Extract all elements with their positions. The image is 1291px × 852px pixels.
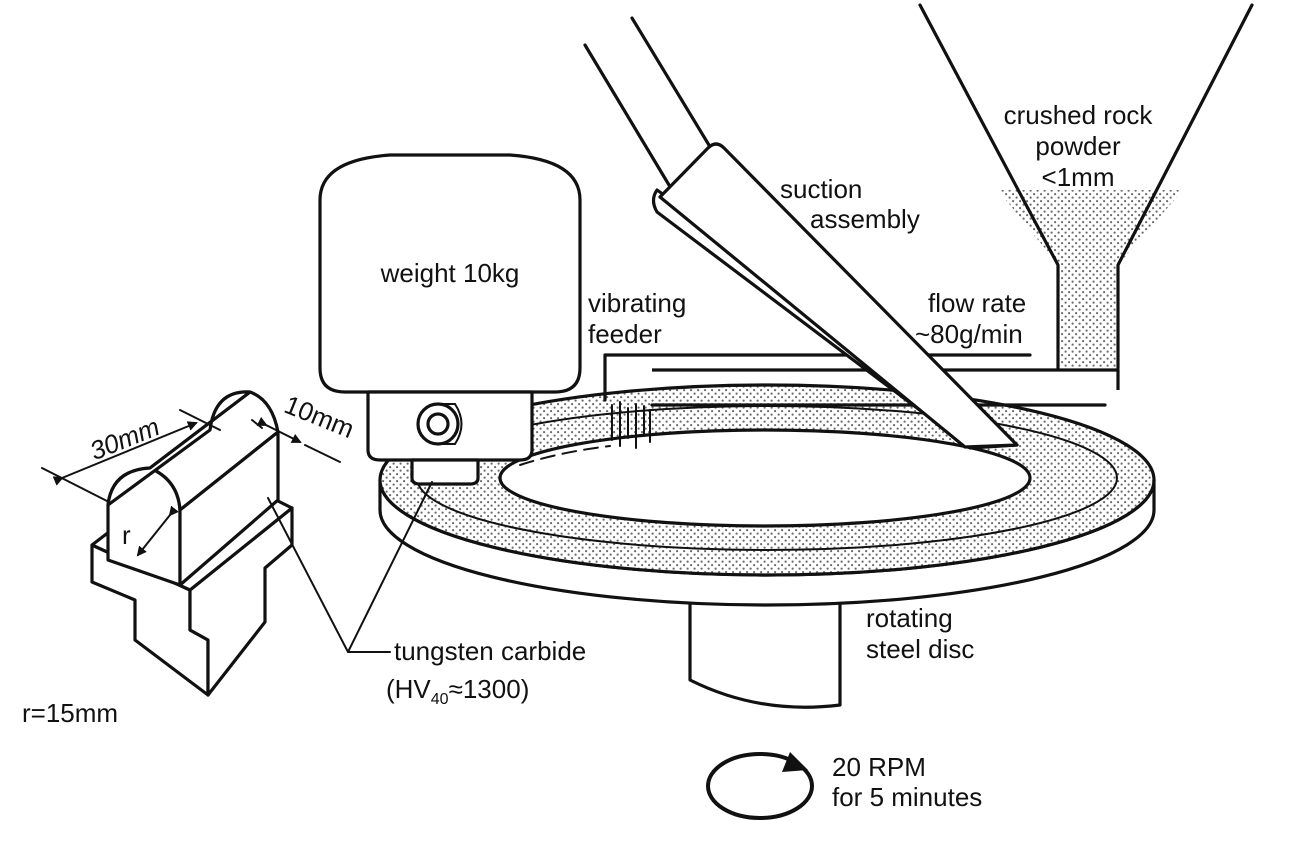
rotation-arrow-icon [782,752,808,772]
length-dim-line [52,421,198,486]
feeder-label-line1: vibrating [588,288,686,318]
speed-label-line2: for 5 minutes [832,782,982,812]
carbide-label-line2: (HV40≈1300) [386,674,529,708]
holder-bolt-side [437,403,463,445]
weight-10kg-block [318,153,582,394]
length-dim-label: 30mm [86,411,164,466]
hopper-label-line1: crushed rock [1004,100,1154,130]
rotation-indicator [706,752,814,820]
carbide-insert-side-lower [178,430,280,587]
hopper-label-line3: <1mm [1042,162,1115,192]
disc-label-line1: rotating [866,603,953,633]
hopper [918,3,1254,370]
suction-hose [583,16,720,192]
suction-label-line2: assembly [810,204,920,234]
specimen-base-side [188,506,294,697]
specimen-block [90,390,294,697]
holder-bolt-inner [426,412,450,436]
radius-value-label: r=15mm [22,698,118,728]
hopper-powder-fill [998,190,1183,368]
width-dim-label: 10mm [280,389,358,444]
radius-arrow [136,505,179,557]
carbide-leader-lines [267,481,433,653]
suction-assembly [583,16,1019,450]
falling-powder-marks [611,401,651,449]
suction-label-line1: suction [780,174,862,204]
weight-assembly [318,153,582,486]
disc-label-line2: steel disc [866,634,974,664]
flow-rate-label-line1: flow rate [928,288,1026,318]
powder-stream-on-disc [519,445,611,466]
carbide-label-line1: tungsten carbide [394,636,586,666]
length-ext-lines [41,409,221,502]
radius-symbol: r [122,520,131,550]
rotation-ellipse [706,752,814,820]
carbide-tool-on-disc [410,458,480,486]
dimension-lines [41,409,341,502]
suction-tube-body [658,142,1019,449]
carbide-hv-subscript: 40 [431,691,449,708]
width-dim-line [256,416,302,443]
disc-center-area [498,428,1032,528]
hopper-walls [918,3,1254,370]
feeder-label-line2: feeder [588,319,662,349]
carbide-hv-value: ≈1300) [449,674,530,704]
width-ext-lines [251,419,341,463]
carbide-hv-text: (HV [386,674,431,704]
speed-label-line1: 20 RPM [832,752,926,782]
hopper-label-line2: powder [1035,131,1121,161]
weight-label: weight 10kg [380,258,520,288]
flow-rate-label-line2: ~80g/min [915,319,1023,349]
